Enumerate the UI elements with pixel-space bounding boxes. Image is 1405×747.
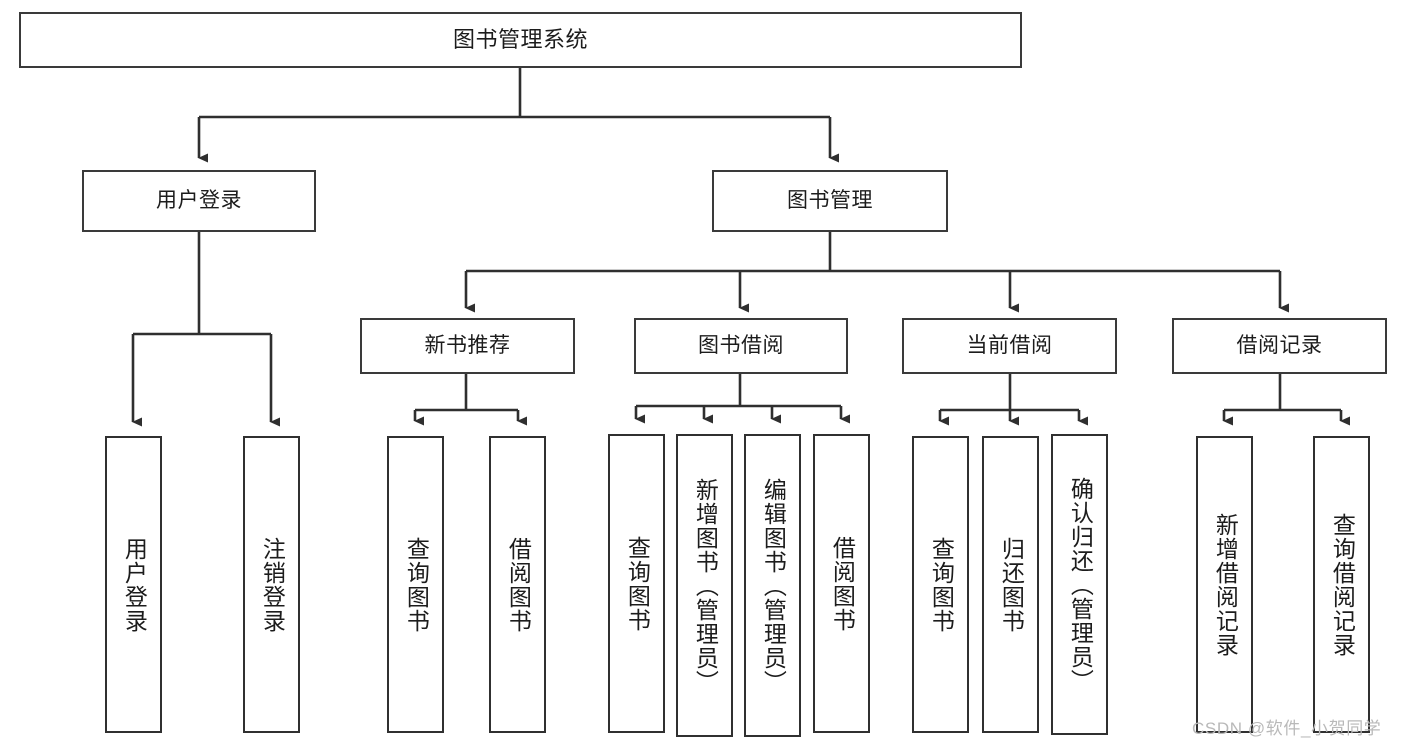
node-book-borrow[interactable]: 图书借阅 — [634, 318, 848, 374]
leaf-current-confirm-return-label: 确认归还（管理员） — [1067, 476, 1094, 693]
leaf-recommend-borrow-book[interactable]: 借阅图书 — [489, 436, 546, 733]
csdn-watermark: CSDN @软件_小贺同学 — [1192, 719, 1382, 738]
leaf-borrow-borrow-book-label: 借阅图书 — [829, 535, 856, 632]
leaf-current-query-book-label: 查询图书 — [928, 536, 955, 633]
leaf-recommend-borrow-book-label: 借阅图书 — [505, 536, 532, 633]
node-current-borrow-label: 当前借阅 — [966, 333, 1053, 357]
leaf-borrow-add-book[interactable]: 新增图书（管理员） — [676, 434, 733, 737]
node-current-borrow[interactable]: 当前借阅 — [902, 318, 1117, 374]
node-book-management-label: 图书管理 — [787, 188, 873, 212]
node-book-borrow-label: 图书借阅 — [698, 333, 784, 357]
node-root-label: 图书管理系统 — [452, 27, 588, 53]
leaf-record-add-record[interactable]: 新增借阅记录 — [1196, 436, 1253, 733]
node-borrow-record-label: 借阅记录 — [1236, 333, 1323, 357]
node-user-login[interactable]: 用户登录 — [82, 170, 316, 232]
leaf-user-login-login-label: 用户登录 — [121, 536, 148, 633]
leaf-borrow-add-book-label: 新增图书（管理员） — [692, 477, 719, 694]
leaf-current-confirm-return[interactable]: 确认归还（管理员） — [1051, 434, 1108, 735]
node-borrow-record[interactable]: 借阅记录 — [1172, 318, 1387, 374]
node-user-login-label: 用户登录 — [156, 188, 242, 212]
node-new-book-recommend-label: 新书推荐 — [424, 333, 511, 357]
leaf-user-login-login[interactable]: 用户登录 — [105, 436, 162, 733]
leaf-current-query-book[interactable]: 查询图书 — [912, 436, 969, 733]
leaf-borrow-borrow-book[interactable]: 借阅图书 — [813, 434, 870, 733]
leaf-current-return-book[interactable]: 归还图书 — [982, 436, 1039, 733]
leaf-record-query-record-label: 查询借阅记录 — [1329, 512, 1356, 657]
node-book-management[interactable]: 图书管理 — [712, 170, 948, 232]
leaf-record-query-record[interactable]: 查询借阅记录 — [1313, 436, 1370, 733]
leaf-borrow-edit-book-label: 编辑图书（管理员） — [760, 477, 787, 694]
leaf-recommend-query-book-label: 查询图书 — [403, 536, 430, 633]
leaf-user-login-logout-label: 注销登录 — [259, 536, 286, 633]
leaf-borrow-query-book-label: 查询图书 — [624, 535, 651, 632]
leaf-borrow-query-book[interactable]: 查询图书 — [608, 434, 665, 733]
node-root[interactable]: 图书管理系统 — [19, 12, 1022, 68]
leaf-user-login-logout[interactable]: 注销登录 — [243, 436, 300, 733]
leaf-current-return-book-label: 归还图书 — [998, 536, 1025, 633]
leaf-recommend-query-book[interactable]: 查询图书 — [387, 436, 444, 733]
node-new-book-recommend[interactable]: 新书推荐 — [360, 318, 575, 374]
leaf-record-add-record-label: 新增借阅记录 — [1212, 512, 1239, 657]
leaf-borrow-edit-book[interactable]: 编辑图书（管理员） — [744, 434, 801, 737]
